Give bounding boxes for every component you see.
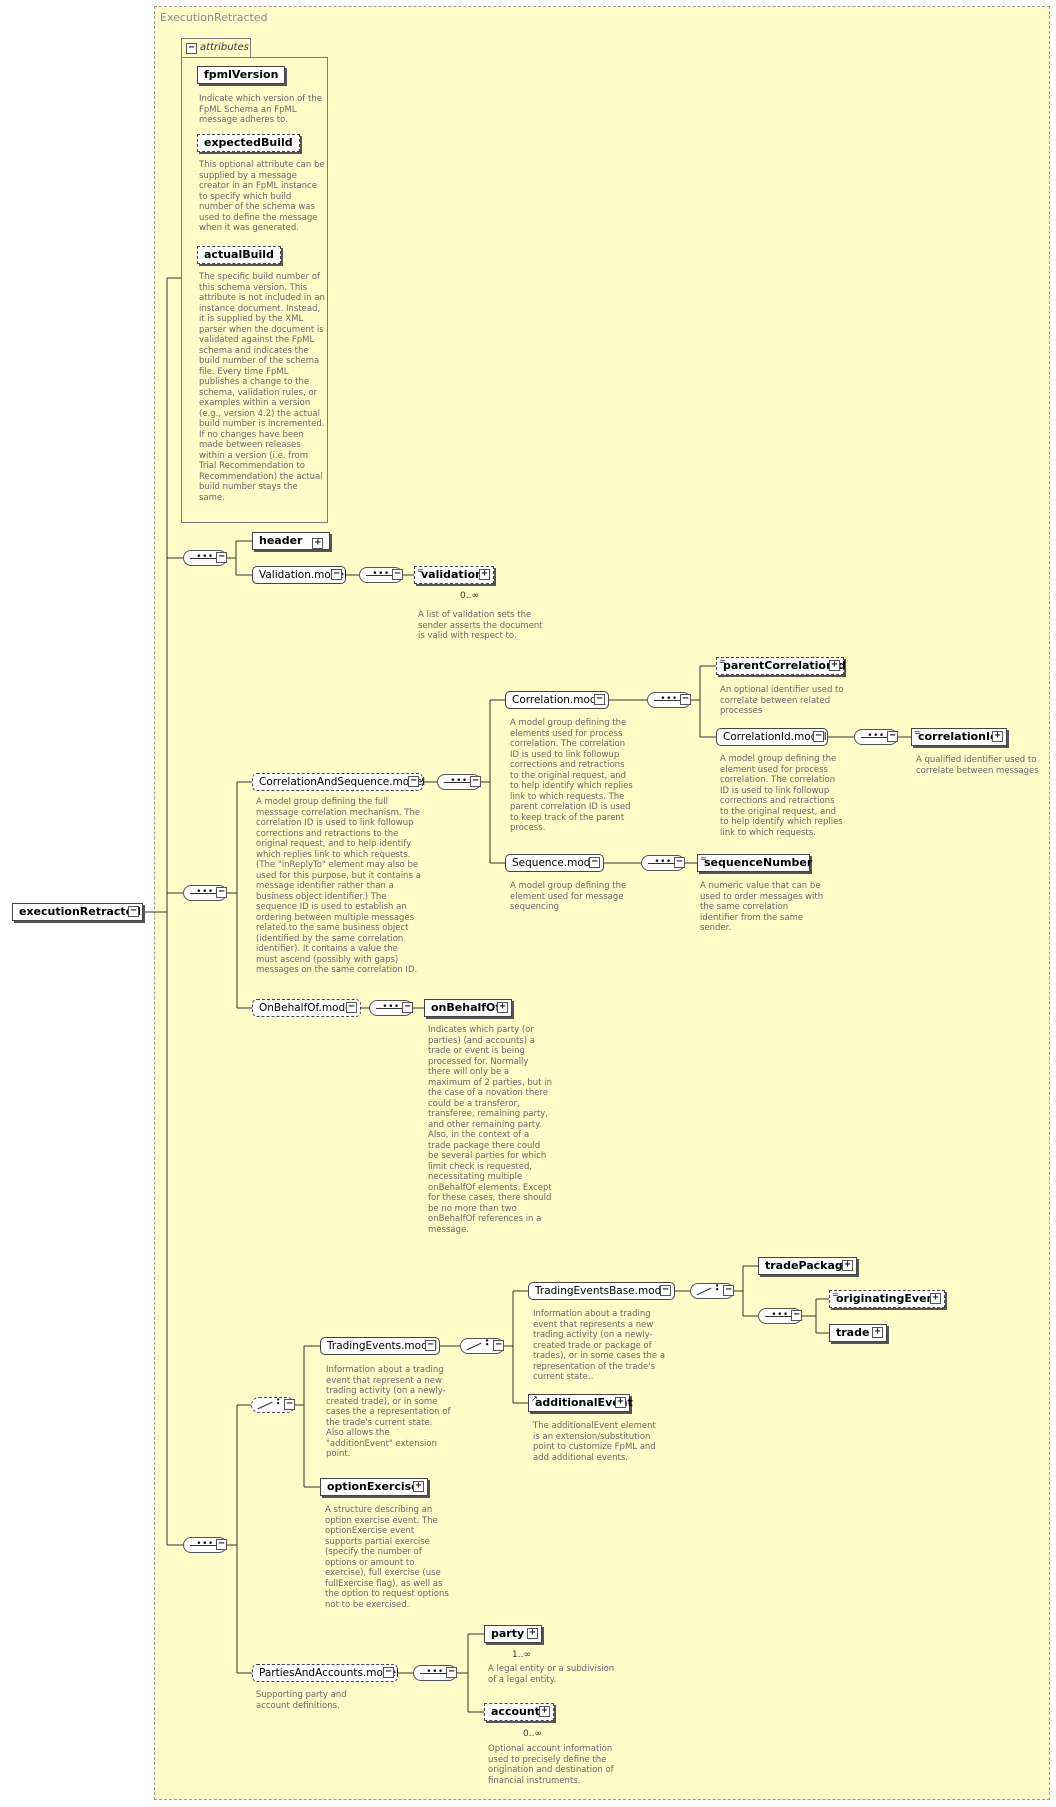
element-trade[interactable]: trade + bbox=[829, 1324, 887, 1342]
element-party[interactable]: party + bbox=[484, 1625, 542, 1643]
element-correlation-id[interactable]: = correlationId + bbox=[911, 728, 1007, 746]
trading-events-base-model-desc: Information about a trading event that r… bbox=[533, 1309, 666, 1382]
root-element[interactable]: executionRetracted − bbox=[12, 903, 143, 921]
group-parties-and-accounts-model[interactable]: PartiesAndAccounts.model − bbox=[252, 1664, 399, 1682]
additional-event-desc: The additionalEvent element is an extens… bbox=[533, 1421, 656, 1463]
correlation-model-desc: A model group defining the elements used… bbox=[510, 718, 633, 833]
parties-and-accounts-desc: Supporting party and account definitions… bbox=[256, 1690, 347, 1711]
collapse-icon[interactable]: − bbox=[674, 857, 685, 868]
group-trading-events-base-model[interactable]: TradingEventsBase.model − bbox=[528, 1282, 675, 1300]
frame-title: ExecutionRetracted bbox=[160, 11, 268, 24]
collapse-icon[interactable]: − bbox=[346, 1002, 357, 1013]
collapse-icon[interactable]: − bbox=[723, 1285, 734, 1296]
collapse-icon[interactable]: − bbox=[402, 1002, 413, 1013]
party-desc: A legal entity or a subdivision of a leg… bbox=[488, 1664, 615, 1685]
group-sequence-model[interactable]: Sequence.model − bbox=[505, 854, 604, 872]
collapse-icon[interactable]: − bbox=[470, 776, 481, 787]
collapse-icon[interactable]: − bbox=[216, 552, 227, 563]
group-trading-events-model[interactable]: TradingEvents.model − bbox=[320, 1337, 440, 1355]
expand-icon[interactable]: + bbox=[413, 1481, 424, 1492]
expand-icon[interactable]: + bbox=[312, 538, 324, 549]
collapse-icon[interactable]: − bbox=[594, 694, 605, 705]
arrow-icon: ↗ bbox=[531, 1394, 538, 1403]
on-behalf-of-desc: Indicates which party (or parties) (and … bbox=[428, 1025, 552, 1235]
element-originating-event[interactable]: = originatingEvent + bbox=[829, 1290, 945, 1308]
option-exercise-desc: A structure describing an option exercis… bbox=[325, 1505, 449, 1610]
attribute-actualbuild[interactable]: actualBuild bbox=[197, 246, 281, 264]
expand-icon[interactable]: + bbox=[829, 660, 840, 671]
correlation-and-sequence-desc: A model group defining the full messsage… bbox=[256, 797, 421, 975]
collapse-icon[interactable]: − bbox=[589, 857, 600, 868]
element-account[interactable]: account + bbox=[484, 1703, 554, 1721]
expand-icon[interactable]: + bbox=[992, 731, 1003, 742]
trading-events-model-desc: Information about a trading event that r… bbox=[326, 1365, 451, 1459]
collapse-icon[interactable]: − bbox=[284, 1399, 295, 1410]
expand-icon[interactable]: + bbox=[527, 1628, 538, 1639]
parent-correlation-id-desc: An optional identifier used to correlate… bbox=[720, 685, 844, 716]
collapse-icon[interactable]: − bbox=[216, 887, 227, 898]
collapse-icon[interactable]: − bbox=[680, 694, 691, 705]
element-on-behalf-of[interactable]: onBehalfOf + bbox=[424, 999, 512, 1017]
group-correlation-id-model[interactable]: CorrelationId.model − bbox=[716, 728, 828, 746]
collapse-icon[interactable]: − bbox=[887, 731, 898, 742]
expand-icon[interactable]: + bbox=[930, 1293, 941, 1304]
validation-cardinality: 0..∞ bbox=[460, 591, 479, 601]
expand-icon[interactable]: + bbox=[539, 1706, 550, 1717]
collapse-icon[interactable]: − bbox=[408, 776, 419, 787]
collapse-icon[interactable]: − bbox=[791, 1310, 802, 1321]
sequence-model-desc: A model group defining the element used … bbox=[510, 881, 627, 912]
group-correlation-model[interactable]: Correlation.model − bbox=[505, 691, 609, 709]
element-option-exercise[interactable]: optionExercise + bbox=[320, 1478, 428, 1496]
correlation-id-model-desc: A model group defining the element used … bbox=[720, 754, 843, 838]
attributes-tab[interactable]: − attributes bbox=[181, 38, 251, 57]
element-trade-package[interactable]: tradePackage + bbox=[758, 1257, 857, 1275]
account-desc: Optional account information used to pre… bbox=[488, 1744, 614, 1786]
element-header[interactable]: header + bbox=[252, 532, 331, 550]
collapse-icon[interactable]: − bbox=[128, 906, 139, 917]
attributes-label: attributes bbox=[200, 42, 249, 53]
element-parent-correlation-id[interactable]: = parentCorrelationId + bbox=[716, 657, 846, 675]
attribute-expectedbuild-desc: This optional attribute can be supplied … bbox=[199, 160, 325, 233]
expand-icon[interactable]: + bbox=[497, 1002, 508, 1013]
element-sequence-number[interactable]: = sequenceNumber bbox=[697, 854, 812, 872]
element-additional-event[interactable]: ↗ additionalEvent + bbox=[528, 1394, 633, 1412]
expand-icon[interactable]: + bbox=[615, 1397, 626, 1408]
attribute-fpmlversion[interactable]: fpmlVersion bbox=[197, 66, 286, 84]
collapse-icon[interactable]: − bbox=[813, 731, 824, 742]
collapse-icon[interactable]: − bbox=[392, 569, 403, 580]
correlation-id-desc: A qualified identifier used to correlate… bbox=[916, 755, 1039, 776]
account-cardinality: 0..∞ bbox=[523, 1729, 542, 1739]
collapse-icon[interactable]: − bbox=[425, 1340, 436, 1351]
collapse-icon[interactable]: − bbox=[383, 1667, 394, 1678]
collapse-icon[interactable]: − bbox=[216, 1539, 227, 1550]
expand-icon[interactable]: + bbox=[479, 569, 490, 580]
group-correlation-and-sequence-model[interactable]: CorrelationAndSequence.model − bbox=[252, 773, 425, 791]
element-validation[interactable]: = validation + bbox=[414, 566, 494, 584]
attribute-fpmlversion-desc: Indicate which version of the FpML Schem… bbox=[199, 94, 322, 125]
collapse-icon[interactable]: − bbox=[660, 1285, 671, 1296]
collapse-icon[interactable]: − bbox=[331, 569, 342, 580]
collapse-icon[interactable]: − bbox=[186, 43, 197, 54]
validation-desc: A list of validation sets the sender ass… bbox=[418, 610, 543, 641]
party-cardinality: 1..∞ bbox=[512, 1650, 531, 1660]
sequence-number-desc: A numeric value that can be used to orde… bbox=[700, 881, 824, 933]
expand-icon[interactable]: + bbox=[872, 1327, 883, 1338]
attribute-actualbuild-desc: The specific build number of this schema… bbox=[199, 272, 325, 503]
group-validation-model[interactable]: Validation.model − bbox=[252, 566, 347, 584]
expand-icon[interactable]: + bbox=[842, 1260, 853, 1271]
collapse-icon[interactable]: − bbox=[446, 1667, 457, 1678]
attribute-expectedbuild[interactable]: expectedBuild bbox=[197, 134, 300, 152]
collapse-icon[interactable]: − bbox=[493, 1340, 504, 1351]
group-on-behalf-of-model[interactable]: OnBehalfOf.model − bbox=[252, 999, 361, 1017]
